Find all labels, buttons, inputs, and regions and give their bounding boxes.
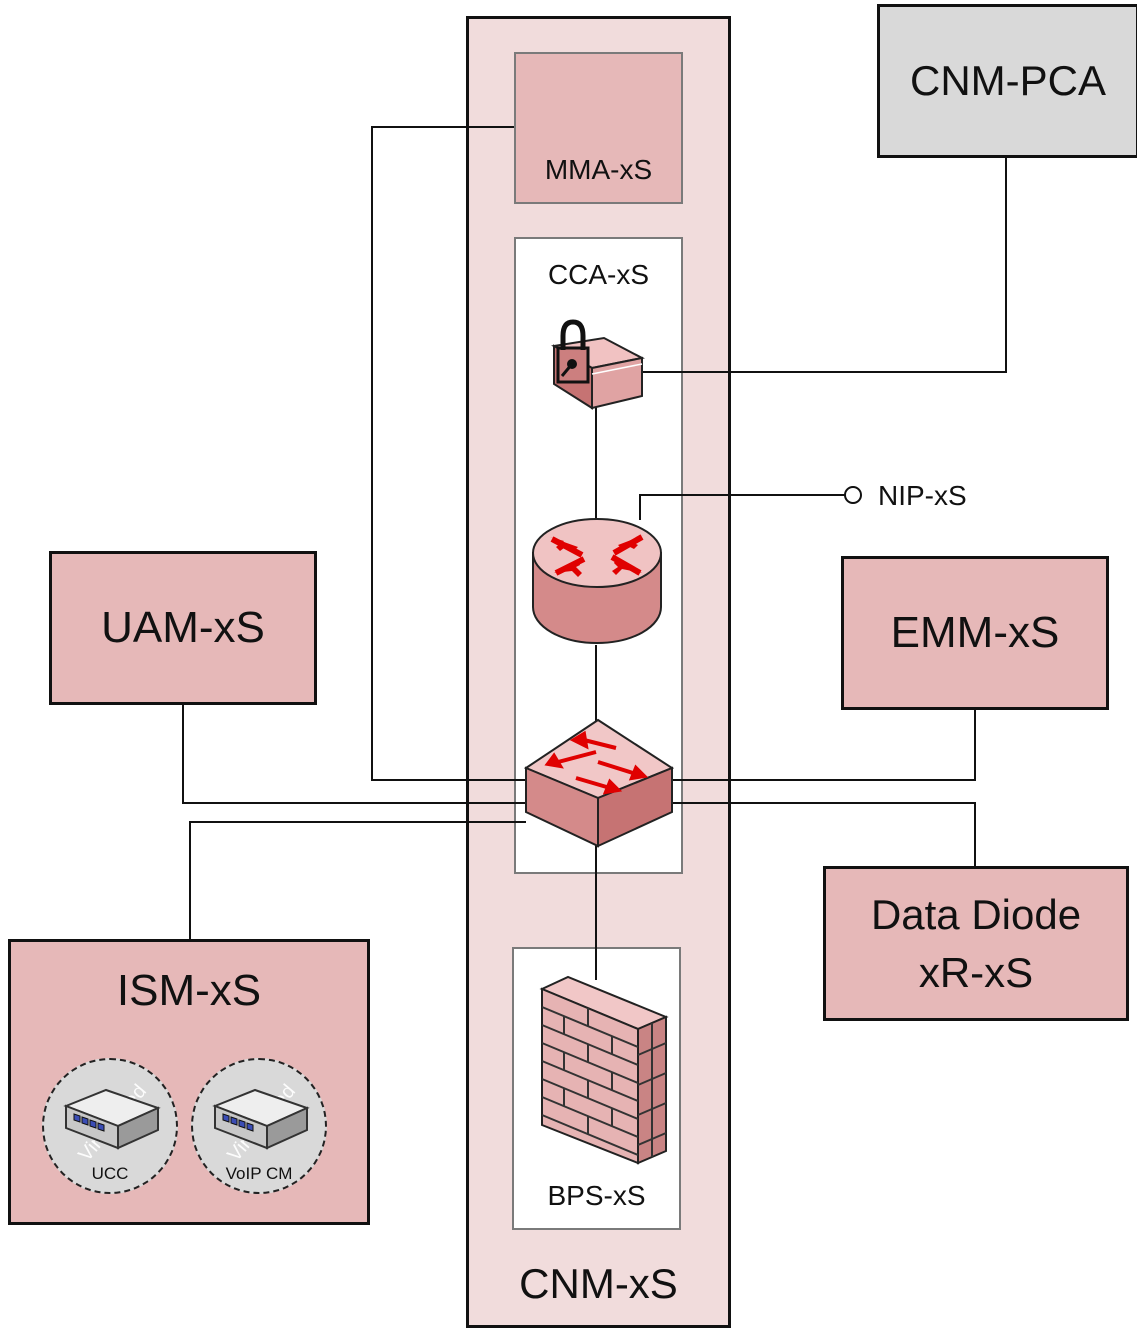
data-diode-label-line1: Data Diode bbox=[870, 890, 1082, 938]
emm-xs-label: EMM-xS bbox=[890, 608, 1060, 657]
uam-xs-box: UAM-xS bbox=[49, 551, 317, 705]
mma-xs-box: MMA-xS bbox=[514, 52, 683, 204]
uam-xs-label: UAM-xS bbox=[101, 603, 265, 652]
lock-icon bbox=[551, 319, 645, 410]
virtual-machine-ucc: Virtualized UCC bbox=[42, 1058, 178, 1194]
mma-xs-label: MMA-xS bbox=[544, 154, 653, 185]
server-icon bbox=[212, 1088, 310, 1150]
cca-xs-label: CCA-xS bbox=[547, 259, 650, 290]
router-icon bbox=[532, 518, 662, 644]
server-icon bbox=[63, 1088, 161, 1150]
cnm-xs-label: CNM-xS bbox=[519, 1260, 678, 1307]
switch-icon bbox=[524, 718, 674, 848]
cnm-pca-box: CNM-PCA bbox=[877, 4, 1137, 158]
voip-cm-label: VoIP CM bbox=[225, 1164, 293, 1183]
ism-xs-label: ISM-xS bbox=[116, 966, 262, 1015]
firewall-icon bbox=[539, 975, 669, 1165]
emm-xs-box: EMM-xS bbox=[841, 556, 1109, 710]
cnm-pca-label: CNM-PCA bbox=[910, 57, 1106, 104]
bps-xs-label: BPS-xS bbox=[547, 1180, 646, 1211]
data-diode-label-line2: xR-xS bbox=[918, 948, 1034, 996]
ucc-label: UCC bbox=[91, 1164, 129, 1183]
data-diode-box: Data Diode xR-xS bbox=[823, 866, 1129, 1021]
nip-xs-label: NIP-xS bbox=[878, 480, 967, 511]
virtual-machine-voip-cm: Virtualized VoIP CM bbox=[191, 1058, 327, 1194]
